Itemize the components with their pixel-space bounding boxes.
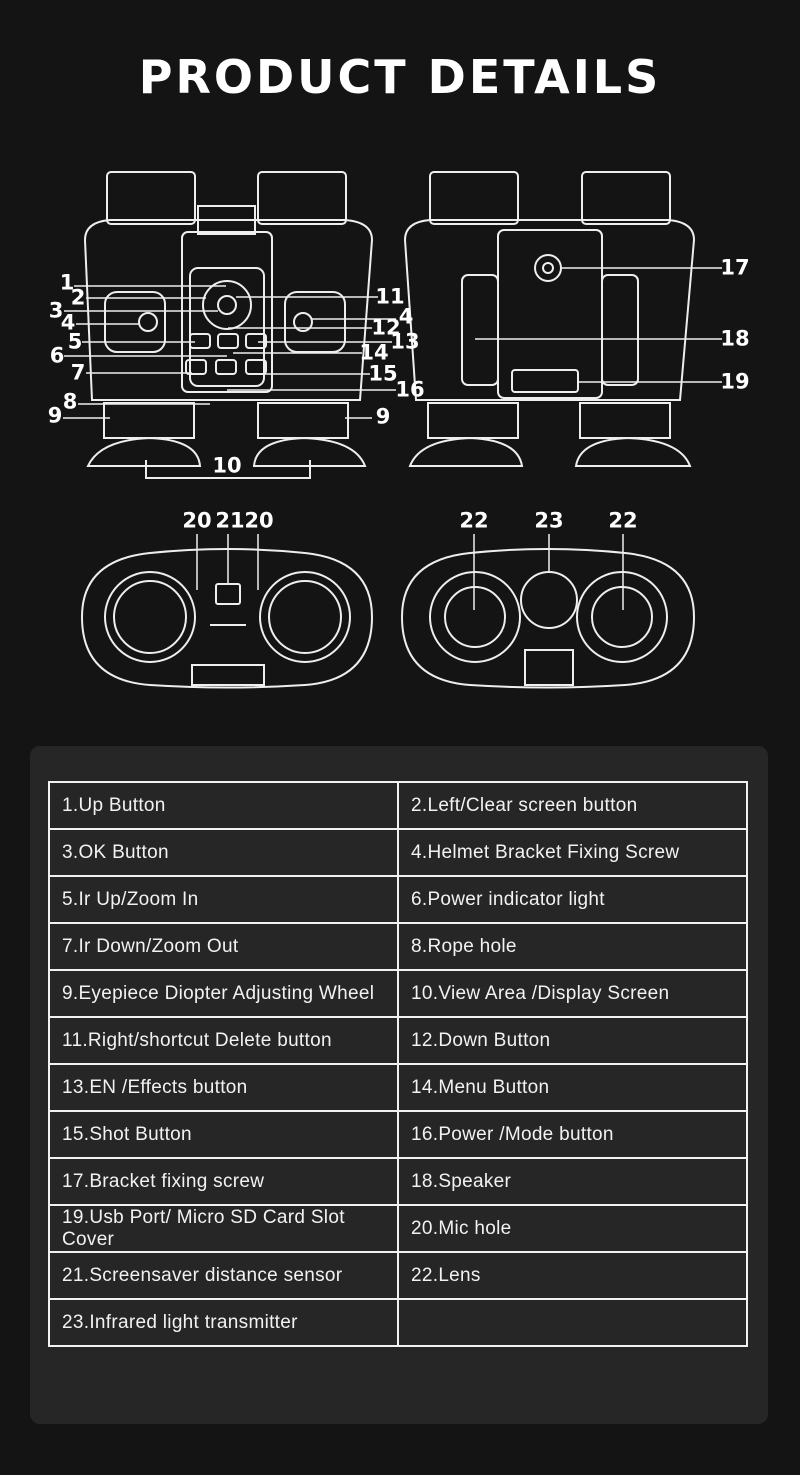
part-label: 11.Right/shortcut Delete button [62,1029,332,1051]
callout-9-right: 9 [375,404,391,429]
table-row: 11.Right/shortcut Delete button 12.Down B… [48,1016,748,1065]
callout-11: 11 [375,284,405,309]
callout-2: 2 [70,285,86,310]
part-label: 18.Speaker [411,1170,512,1192]
callout-13: 13 [390,329,420,354]
part-label: 10.View Area /Display Screen [411,982,670,1004]
callout-9: 9 [47,403,63,428]
part-label: 5.Ir Up/Zoom In [62,888,199,910]
callout-18: 18 [720,326,750,351]
callout-20: 20 [182,508,212,533]
table-cell: 13.EN /Effects button [48,1063,399,1112]
table-row: 23.Infrared light transmitter [48,1298,748,1347]
callout-17: 17 [720,255,750,280]
callout-15: 15 [368,361,398,386]
table-cell: 3.OK Button [48,828,399,877]
callout-5: 5 [67,329,83,354]
part-label: 2.Left/Clear screen button [411,794,638,816]
table-cell: 15.Shot Button [48,1110,399,1159]
table-row: 13.EN /Effects button 14.Menu Button [48,1063,748,1112]
table-row: 1.Up Button 2.Left/Clear screen button [48,781,748,830]
table-row: 19.Usb Port/ Micro SD Card Slot Cover 20.… [48,1204,748,1253]
part-label: 9.Eyepiece Diopter Adjusting Wheel [62,982,375,1004]
table-row: 5.Ir Up/Zoom In 6.Power indicator light [48,875,748,924]
part-label: 19.Usb Port/ Micro SD Card Slot Cover [62,1206,345,1250]
table-cell: 19.Usb Port/ Micro SD Card Slot Cover [48,1204,399,1253]
callout-1: 1 [59,270,75,295]
table-cell: 20.Mic hole [397,1204,748,1253]
part-label: 13.EN /Effects button [62,1076,248,1098]
binocular-diagrams [63,171,722,689]
back-view-drawing [403,171,696,467]
callout-21: 21 [215,508,245,533]
table-cell [397,1298,748,1347]
part-label: 3.OK Button [62,841,169,863]
part-label: 8.Rope hole [411,935,517,957]
part-label: 20.Mic hole [411,1217,512,1239]
callout-lines [63,267,722,610]
table-row: 15.Shot Button 16.Power /Mode button [48,1110,748,1159]
part-label: 12.Down Button [411,1029,551,1051]
part-label: 7.Ir Down/Zoom Out [62,935,239,957]
table-cell: 2.Left/Clear screen button [397,781,748,830]
table-cell: 8.Rope hole [397,922,748,971]
callout-3: 3 [48,298,64,323]
callout-20-right: 20 [244,508,274,533]
top-view-drawing [80,548,374,689]
table-cell: 14.Menu Button [397,1063,748,1112]
table-cell: 11.Right/shortcut Delete button [48,1016,399,1065]
bottom-view-drawing [400,548,696,689]
callout-19: 19 [720,369,750,394]
part-label: 4.Helmet Bracket Fixing Screw [411,841,680,863]
table-cell: 22.Lens [397,1251,748,1300]
callout-12: 12 [371,315,401,340]
callout-10: 10 [212,453,242,478]
table-cell: 9.Eyepiece Diopter Adjusting Wheel [48,969,399,1018]
part-label: 22.Lens [411,1264,481,1286]
table-row: 9.Eyepiece Diopter Adjusting Wheel 10.Vie… [48,969,748,1018]
callout-4-right: 4 [398,304,414,329]
part-label: 14.Menu Button [411,1076,550,1098]
part-label: 1.Up Button [62,794,166,816]
front-view-drawing [83,171,374,479]
table-cell: 12.Down Button [397,1016,748,1065]
part-label: 17.Bracket fixing screw [62,1170,265,1192]
table-cell: 4.Helmet Bracket Fixing Screw [397,828,748,877]
callout-6: 6 [49,343,65,368]
callout-16: 16 [395,377,425,402]
parts-table: 1.Up Button 2.Left/Clear screen button 3.O… [48,781,748,1347]
part-label: 6.Power indicator light [411,888,605,910]
table-cell: 21.Screensaver distance sensor [48,1251,399,1300]
part-label: 23.Infrared light transmitter [62,1311,298,1333]
callout-4: 4 [60,310,76,335]
table-cell: 10.View Area /Display Screen [397,969,748,1018]
table-cell: 1.Up Button [48,781,399,830]
table-cell: 18.Speaker [397,1157,748,1206]
table-cell: 7.Ir Down/Zoom Out [48,922,399,971]
part-label: 15.Shot Button [62,1123,192,1145]
callout-23: 23 [534,508,564,533]
callout-14: 14 [359,340,389,365]
table-cell: 5.Ir Up/Zoom In [48,875,399,924]
part-label: 16.Power /Mode button [411,1123,614,1145]
table-row: 17.Bracket fixing screw 18.Speaker [48,1157,748,1206]
table-row: 3.OK Button 4.Helmet Bracket Fixing Screw [48,828,748,877]
table-cell: 23.Infrared light transmitter [48,1298,399,1347]
table-row: 21.Screensaver distance sensor 22.Lens [48,1251,748,1300]
callout-8: 8 [62,389,78,414]
page-title: PRODUCT DETAILS [138,50,662,104]
callout-22: 22 [459,508,489,533]
table-cell: 17.Bracket fixing screw [48,1157,399,1206]
table-cell: 6.Power indicator light [397,875,748,924]
part-label: 21.Screensaver distance sensor [62,1264,343,1286]
callout-22-right: 22 [608,508,638,533]
table-row: 7.Ir Down/Zoom Out 8.Rope hole [48,922,748,971]
callout-7: 7 [70,360,86,385]
table-cell: 16.Power /Mode button [397,1110,748,1159]
